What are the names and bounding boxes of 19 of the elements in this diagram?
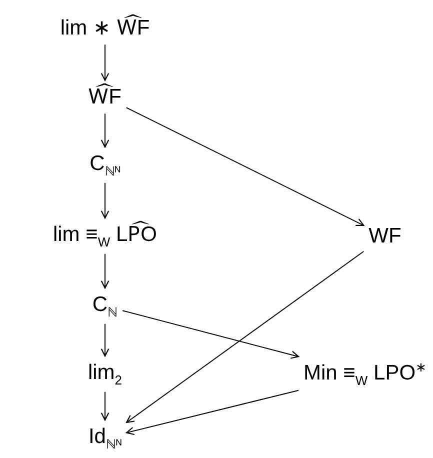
- arrow: [126, 250, 364, 423]
- arrow: [122, 310, 299, 359]
- arrow: [100, 182, 110, 219]
- math-expression: Min ≡$_{W}$ LPO$^{∗}$: [300, 358, 430, 390]
- arrow: [100, 44, 110, 81]
- math-expression: WF: [366, 221, 404, 251]
- math-expression: C$_{ℕᴺ}$: [86, 149, 124, 181]
- math-expression: W᷍F: [86, 82, 124, 112]
- math-expression: lim ∗ W᷍F: [57, 13, 153, 43]
- arrow: [100, 391, 110, 421]
- arrow: [126, 107, 364, 226]
- math-expression: lim$_{2}$: [84, 358, 126, 390]
- arrow: [100, 323, 110, 357]
- arrow: [126, 390, 299, 435]
- arrow: [100, 113, 110, 148]
- math-expression: Id$_{ℕᴺ}$: [85, 422, 125, 454]
- math-expression: C$_{ℕ}$: [89, 290, 121, 322]
- arrow: [100, 253, 110, 289]
- math-expression: lim ≡$_{W}$ LP᷍O: [50, 220, 160, 252]
